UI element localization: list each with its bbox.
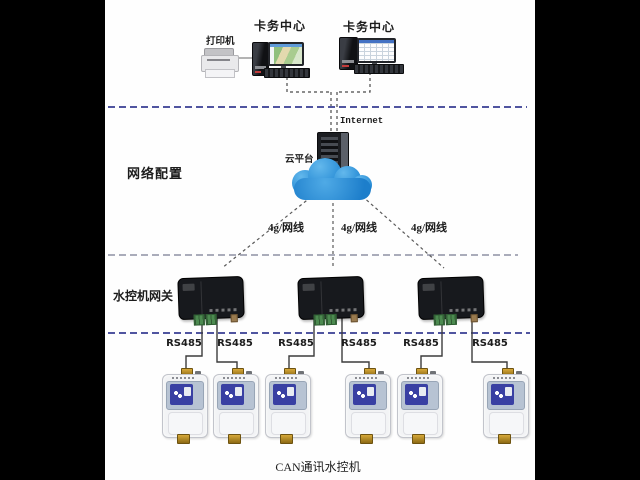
terminal-block: [313, 314, 325, 326]
gateway-device-icon-1: [177, 275, 245, 326]
antenna-stub: [230, 314, 238, 323]
antenna-stub: [470, 314, 478, 323]
rs485-line-2: [216, 315, 238, 368]
link-label-1: 4g/网线: [268, 222, 305, 234]
pc-monitor-1: [268, 42, 304, 66]
rs485-line-1: [185, 315, 203, 368]
bottom-caption: CAN通讯水控机: [275, 460, 361, 474]
rs485-label-4: RS485: [341, 338, 377, 349]
pc1-link-line: [286, 77, 331, 93]
card-center-label-2: 卡务中心: [343, 20, 396, 34]
pc-keyboard-1: [264, 68, 310, 78]
cloud-gateway-line-3: [361, 195, 445, 269]
link-label-3: 4g/网线: [411, 222, 448, 234]
network-config-label: 网络配置: [127, 166, 184, 181]
water-controller-icon-1: [162, 368, 208, 444]
water-controller-icon-5: [397, 368, 443, 444]
water-controller-icon-3: [265, 368, 311, 444]
rs485-label-2: RS485: [217, 338, 253, 349]
gateway-section-label: 水控机网关: [113, 289, 174, 303]
pc-monitor-2: [357, 38, 396, 63]
antenna-stub: [350, 314, 358, 323]
map-screen: [270, 44, 302, 64]
water-controller-icon-6: [483, 368, 529, 444]
rs485-label-5: RS485: [403, 338, 439, 349]
cloud-icon: [290, 156, 374, 204]
rs485-label-6: RS485: [472, 338, 508, 349]
link-label-2: 4g/网线: [341, 222, 378, 234]
terminal-block: [205, 313, 217, 326]
rs485-label-3: RS485: [278, 338, 314, 349]
water-controller-icon-4: [345, 368, 391, 444]
terminal-block: [325, 313, 337, 326]
cloud-gateway-line-1: [221, 196, 312, 269]
gateway-device-icon-2: [297, 275, 365, 326]
gateway-device-icon-3: [417, 275, 485, 326]
spreadsheet-screen: [359, 40, 394, 61]
terminal-block: [193, 314, 205, 326]
printer-label: 打印机: [206, 37, 235, 47]
water-controller-icon-2: [213, 368, 259, 444]
rs485-line-6: [471, 315, 508, 368]
pc2-link-line: [337, 72, 371, 93]
desktop-computer-icon-1: [252, 42, 310, 78]
terminal-block: [433, 314, 445, 326]
rs485-line-5: [420, 315, 443, 368]
rs485-line-3: [288, 315, 315, 368]
internet-label: Internet: [340, 116, 384, 126]
terminal-block: [445, 313, 457, 326]
rs485-line-4: [341, 315, 370, 368]
left-black-bar: [0, 0, 105, 480]
cloud-platform-label: 云平台: [285, 155, 314, 165]
card-center-label-1: 卡务中心: [254, 19, 307, 33]
pc-keyboard-2: [354, 64, 404, 74]
printer-icon: [201, 48, 239, 78]
desktop-computer-icon-2: [339, 37, 404, 74]
rs485-label-1: RS485: [166, 338, 202, 349]
right-black-bar: [535, 0, 640, 480]
